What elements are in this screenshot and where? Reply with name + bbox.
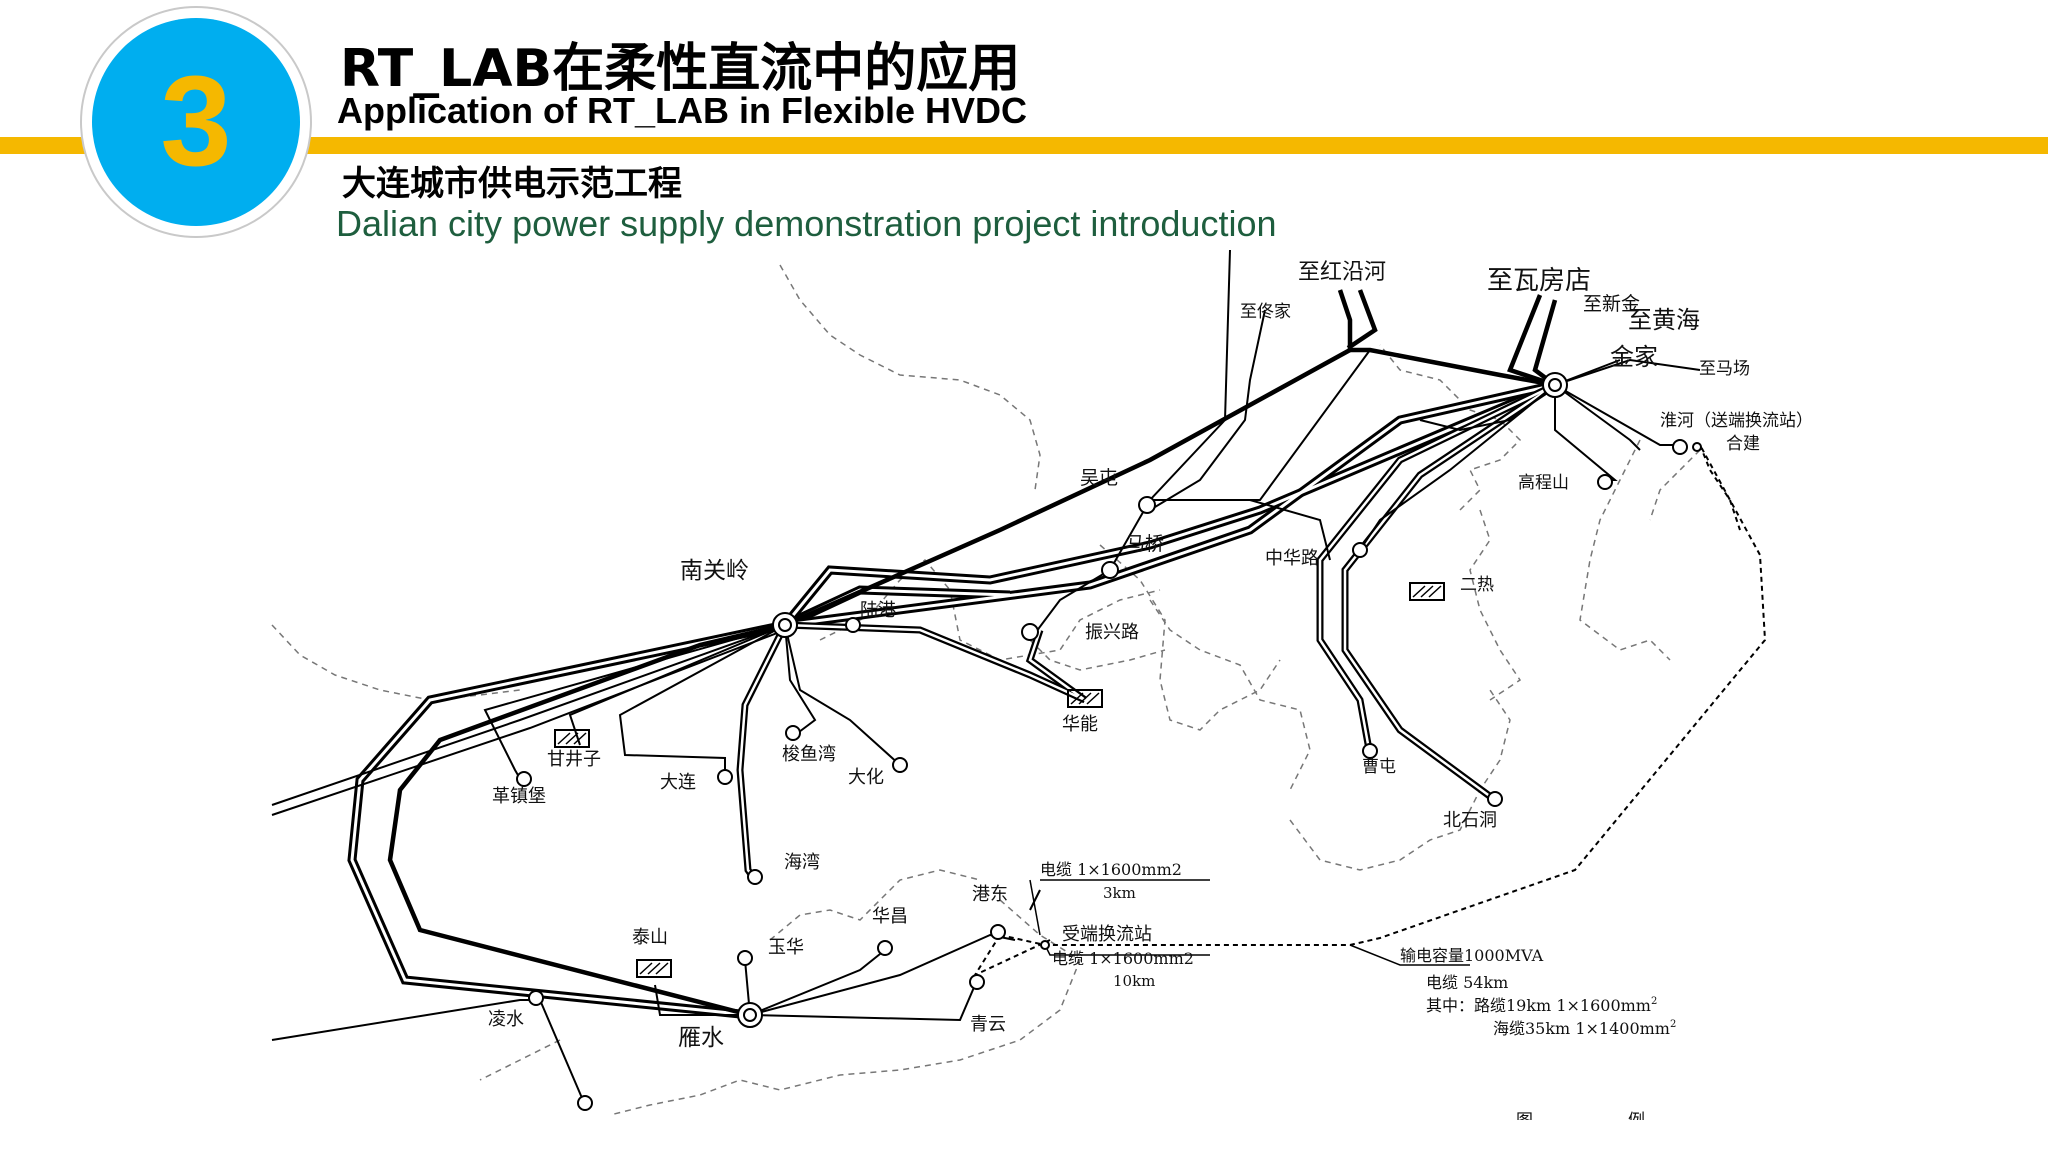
substation-symbols <box>554 582 1445 978</box>
label-gaochengshan: 高程山 <box>1518 473 1569 493</box>
label-gezhenpu: 革镇堡 <box>492 786 546 807</box>
label-taishan: 泰山 <box>632 927 668 948</box>
label-receiving-station: 受端换流站 <box>1062 924 1152 945</box>
label-lingshui: 凌水 <box>488 1009 524 1030</box>
label-qingyun: 青云 <box>970 1014 1006 1035</box>
section-subtitle-en: Dalian city power supply demonstration p… <box>336 203 1277 244</box>
label-lugang: 陆港 <box>860 600 896 621</box>
label-jinjia: 金家 <box>1610 343 1658 371</box>
label-zhonghualu: 中华路 <box>1265 548 1319 569</box>
label-maqiao: 马桥 <box>1126 533 1164 555</box>
transmission-lines-thin <box>271 249 1701 1106</box>
page-title-en: Application of RT_LAB in Flexible HVDC <box>337 90 1028 131</box>
label-beishidong: 北石洞 <box>1443 810 1497 831</box>
page-title-cn: RT_LAB在柔性直流中的应用 <box>340 39 1021 99</box>
label-tongjia: 至佟家 <box>1240 302 1291 322</box>
cable-b-length: 10km <box>1113 972 1155 990</box>
label-xinjin: 至新金 <box>1583 293 1640 315</box>
label-dahua: 大化 <box>848 767 884 788</box>
cable-b-spec: 电缆 1×1600mm2 <box>1052 949 1194 968</box>
cable-a-spec: 电缆 1×1600mm2 <box>1040 860 1182 879</box>
label-ere: 二热 <box>1460 575 1494 595</box>
route-cable-label: 其中：路缆19km 1×1600mm2 <box>1426 996 1657 1015</box>
transmission-lines-trunk <box>347 380 1557 1020</box>
label-wafangdian: 至瓦房店 <box>1487 266 1591 296</box>
label-yanshui: 雁水 <box>678 1025 724 1051</box>
cable-annotations: 电缆 1×1600mm2 3km 电缆 1×1600mm2 10km 输电容量1… <box>1040 860 1676 1038</box>
label-wutun: 吴屯 <box>1080 467 1118 489</box>
label-huachang: 华昌 <box>872 906 908 927</box>
cable-routes <box>972 444 1767 978</box>
label-ganjingzi: 甘井子 <box>547 749 601 770</box>
label-suoyuwan: 梭鱼湾 <box>782 744 836 765</box>
transmission-lines-trunk-core <box>350 383 1556 1017</box>
label-machang: 至马场 <box>1699 359 1750 379</box>
cable-total-label: 电缆 54km <box>1426 973 1508 992</box>
label-huaneng: 华能 <box>1062 714 1098 735</box>
label-haiwan: 海湾 <box>784 852 820 873</box>
sea-cable-label: 海缆35km 1×1400mm2 <box>1493 1019 1676 1038</box>
label-caotun: 曹屯 <box>1362 757 1396 777</box>
label-huaihe-hejian: 合建 <box>1726 434 1760 454</box>
label-hongyanhe: 至红沿河 <box>1298 260 1386 285</box>
section-badge: 3 <box>92 18 300 226</box>
transmission-lines-heavy <box>387 289 1558 1018</box>
cable-a-length: 3km <box>1103 884 1136 902</box>
section-number: 3 <box>160 50 232 193</box>
label-huaihe: 淮河（送端换流站） <box>1660 411 1813 431</box>
section-subtitle-cn: 大连城市供电示范工程 <box>342 164 682 204</box>
label-zhenxinglu: 振兴路 <box>1085 622 1139 643</box>
label-huanghai: 至黄海 <box>1628 306 1700 334</box>
label-dalian: 大连 <box>660 772 696 793</box>
station-labels: 至红沿河 至瓦房店 至新金 至黄海 金家 至马场 至佟家 淮河（送端换流站） 合… <box>488 260 1813 1051</box>
label-nanguanling: 南关岭 <box>680 558 749 584</box>
coastline-boundaries <box>271 264 1701 1116</box>
annotation-leaders <box>1029 879 1470 966</box>
label-gangdong: 港东 <box>972 884 1008 905</box>
header-accent-band <box>0 137 2048 154</box>
substation-nodes <box>516 372 1702 1111</box>
legend-crop-mask <box>1500 1120 1700 1152</box>
capacity-label: 输电容量1000MVA <box>1400 946 1544 965</box>
label-yuhua: 玉华 <box>768 937 804 958</box>
